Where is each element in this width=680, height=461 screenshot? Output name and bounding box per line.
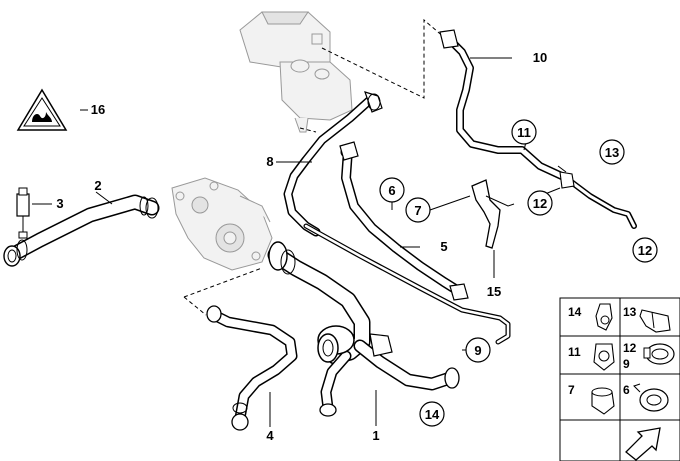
water-pump bbox=[171, 177, 273, 271]
callout-5: 5 bbox=[440, 239, 447, 254]
callout-9: 9 bbox=[474, 343, 481, 358]
hose-2 bbox=[3, 187, 160, 267]
callout-8: 8 bbox=[266, 154, 273, 169]
callout-15: 15 bbox=[487, 284, 501, 299]
hose-8 bbox=[283, 91, 383, 237]
legend-7: 7 bbox=[568, 383, 575, 397]
scroll-arrow-icon[interactable] bbox=[625, 427, 661, 461]
clamp-6-icon bbox=[633, 383, 669, 412]
hot-surface-warning-icon bbox=[16, 88, 68, 131]
expansion-tank bbox=[239, 11, 353, 133]
hose-1 bbox=[267, 241, 460, 417]
hose-4 bbox=[206, 305, 298, 431]
callout-7: 7 bbox=[414, 203, 421, 218]
callout-16: 16 bbox=[91, 102, 105, 117]
callout-11: 11 bbox=[517, 125, 531, 140]
cap-7-icon bbox=[591, 387, 615, 415]
callout-10: 10 bbox=[533, 50, 547, 65]
clip-14-icon bbox=[595, 303, 613, 331]
clip-11-icon bbox=[593, 343, 615, 371]
legend-14: 14 bbox=[568, 305, 582, 319]
callouts: 1 2 3 4 5 8 10 15 16 6 7 9 11 12 12 13 1… bbox=[56, 50, 658, 443]
bracket-15 bbox=[471, 179, 515, 249]
legend-13: 13 bbox=[623, 305, 637, 319]
callout-12-right: 12 bbox=[638, 243, 652, 258]
callout-3: 3 bbox=[56, 196, 63, 211]
pipe-9 bbox=[303, 223, 511, 345]
hose-5 bbox=[339, 141, 469, 301]
hose-10 bbox=[439, 29, 637, 229]
reference-lines bbox=[183, 18, 446, 316]
clamp-legend: 14 13 11 12 9 7 6 bbox=[559, 297, 680, 461]
callout-13: 13 bbox=[605, 145, 619, 160]
callout-1: 1 bbox=[372, 428, 379, 443]
callout-12-left: 12 bbox=[533, 196, 547, 211]
clamp-12-9-icon bbox=[643, 343, 675, 365]
callout-2: 2 bbox=[94, 178, 101, 193]
legend-9: 9 bbox=[623, 357, 630, 371]
clamp-13-icon bbox=[639, 309, 671, 333]
callout-4: 4 bbox=[266, 428, 274, 443]
callout-14: 14 bbox=[425, 407, 440, 422]
legend-12: 12 bbox=[623, 341, 637, 355]
callout-6: 6 bbox=[388, 183, 395, 198]
legend-6: 6 bbox=[623, 383, 630, 397]
legend-11: 11 bbox=[568, 345, 581, 359]
